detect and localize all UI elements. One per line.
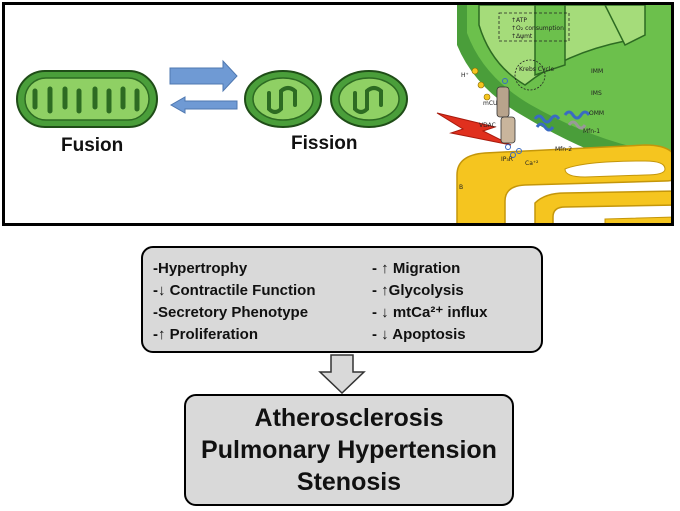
outcome-stenosis: Stenosis xyxy=(296,468,402,496)
mfn1-label: Mfn-1 xyxy=(583,128,600,135)
o2-label: ↑O₂ consumption xyxy=(511,25,564,32)
fusion-fission-arrows xyxy=(169,59,238,114)
phenotype-effects-box: -Hypertrophy -↓ Contractile Function -Se… xyxy=(141,246,543,353)
ip3r-label: IP₃R xyxy=(501,156,513,163)
effects-left-column: -Hypertrophy -↓ Contractile Function -Se… xyxy=(153,258,316,346)
fission-mitochondrion-1 xyxy=(244,70,322,128)
effect-item: -↑ Proliferation xyxy=(153,326,259,343)
disease-outcomes-box: Atherosclerosis Pulmonary Hypertension S… xyxy=(184,394,514,506)
effect-item: -↓ Contractile Function xyxy=(153,282,316,299)
effect-item: - ↓ mtCa²⁺ influx xyxy=(372,304,488,321)
outcome-atherosclerosis: Atherosclerosis xyxy=(254,404,444,432)
fission-mitochondrion-2 xyxy=(330,70,408,128)
effect-item: -Hypertrophy xyxy=(153,260,248,277)
fission-label: Fission xyxy=(291,133,358,154)
effect-item: - ↑ Migration xyxy=(372,260,461,277)
mitochondrial-dynamics-panel: ↑ATP ↑O₂ consumption ↑Δψmt Krebs Cycle I… xyxy=(2,2,674,226)
mitochondria-illustration: ↑ATP ↑O₂ consumption ↑Δψmt Krebs Cycle I… xyxy=(16,5,671,223)
effect-item: -Secretory Phenotype xyxy=(153,304,309,321)
ca-label: Ca⁺² xyxy=(525,160,539,167)
omm-label: OMM xyxy=(589,110,604,117)
dpsi-label: ↑Δψmt xyxy=(511,33,533,40)
outcome-pulmonary-hypertension: Pulmonary Hypertension xyxy=(201,436,497,464)
h-label: H⁺ xyxy=(461,72,469,79)
fused-mitochondrion xyxy=(16,70,158,128)
imm-label: IMM xyxy=(591,68,603,75)
mcu-label: mCU xyxy=(483,100,497,107)
vdac-label: VDAC xyxy=(479,122,496,129)
ims-label: IMS xyxy=(591,90,602,97)
fusion-label: Fusion xyxy=(61,135,124,156)
mfn2-label: Mfn-2 xyxy=(555,146,572,153)
mam-detail: ↑ATP ↑O₂ consumption ↑Δψmt Krebs Cycle I… xyxy=(436,5,671,223)
effect-item: - ↑Glycolysis xyxy=(372,282,464,299)
effect-item: - ↓ Apoptosis xyxy=(372,326,466,343)
atp-label: ↑ATP xyxy=(511,17,527,24)
down-arrow-icon xyxy=(318,354,366,394)
effects-right-column: - ↑ Migration - ↑Glycolysis - ↓ mtCa²⁺ i… xyxy=(372,258,487,346)
er-label: B xyxy=(459,184,463,191)
krebs-label: Krebs Cycle xyxy=(519,66,555,73)
